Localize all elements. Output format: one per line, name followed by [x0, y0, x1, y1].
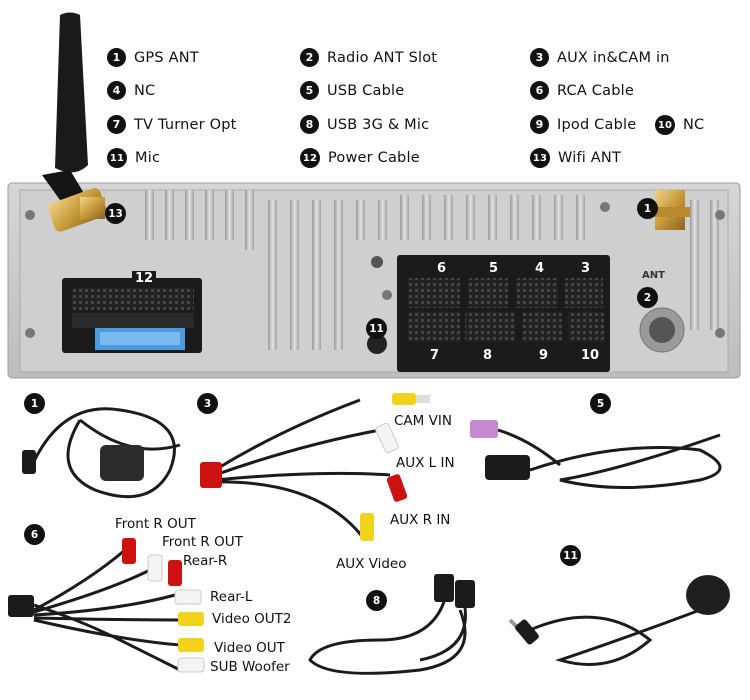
connector-number: 6 [437, 261, 447, 276]
rca-harness-cable [8, 538, 205, 673]
cable-callout-badge: 1 [24, 393, 45, 414]
connector-number: 9 [539, 348, 549, 363]
legend-label: RCA Cable [557, 82, 634, 99]
power-connector [62, 278, 202, 353]
legend-item: 11 Mic [107, 148, 160, 168]
number-badge-icon: 6 [530, 81, 549, 100]
number-badge-icon: 11 [107, 148, 127, 168]
legend-label: Wifi ANT [558, 150, 622, 166]
aux-cam-cable [200, 393, 430, 541]
legend-item: 13 Wifi ANT [530, 148, 621, 168]
panel-callout-badge: 11 [366, 318, 387, 339]
legend-label: Mic [135, 150, 161, 166]
gps-connector [650, 190, 690, 230]
rca-cable-label: Rear-L [210, 589, 253, 605]
legend-label: Power Cable [328, 150, 420, 166]
panel-callout-badge: 2 [637, 287, 658, 308]
usb-3g-mic-cable [308, 574, 475, 675]
cable-callout-badge: 11 [560, 545, 581, 566]
number-badge-icon: 12 [300, 148, 320, 168]
legend-label: USB Cable [327, 82, 405, 99]
usb-cable [470, 420, 722, 489]
number-badge-icon: 3 [530, 48, 549, 67]
legend-label: TV Turner Opt [134, 116, 237, 133]
legend-item: 9 Ipod Cable [530, 115, 636, 134]
legend-item: 5 USB Cable [300, 81, 404, 100]
number-badge-icon: 13 [530, 148, 550, 168]
legend-item: 10 NC [655, 115, 704, 135]
number-badge-icon: 4 [107, 81, 126, 100]
panel-callout-badge: 13 [105, 203, 126, 224]
connector-number: 10 [581, 348, 600, 363]
legend-label: Radio ANT Slot [327, 49, 438, 66]
connector-number: 3 [581, 261, 591, 276]
number-badge-icon: 5 [300, 81, 319, 100]
rca-cable-label: SUB Woofer [210, 659, 290, 675]
rca-cable-label: Video OUT2 [212, 611, 292, 627]
legend-label: USB 3G & Mic [327, 116, 430, 133]
rca-cable-label: Front R OUT [162, 534, 243, 550]
panel-callout-badge: 1 [637, 198, 658, 219]
legend-label: NC [683, 117, 705, 133]
legend-item: 7 TV Turner Opt [107, 115, 237, 134]
aux-cable-label: AUX Video [336, 556, 407, 572]
cable-callout-badge: 8 [366, 590, 387, 611]
mic-jack [367, 334, 387, 354]
legend-item: 4 NC [107, 81, 155, 100]
legend-item: 3 AUX in&CAM in [530, 48, 670, 67]
number-badge-icon: 7 [107, 115, 126, 134]
cable-callout-badge: 3 [197, 393, 218, 414]
number-badge-icon: 1 [107, 48, 126, 67]
ant-label: ANT [642, 270, 665, 281]
legend-label: NC [134, 82, 156, 99]
legend-item: 1 GPS ANT [107, 48, 199, 67]
legend-item: 2 Radio ANT Slot [300, 48, 437, 67]
number-badge-icon: 10 [655, 115, 675, 135]
aux-cable-label: AUX L IN [396, 455, 455, 471]
cable-callout-badge: 6 [24, 524, 45, 545]
heatsink-fins [145, 190, 719, 350]
rca-cable-label: Video OUT [214, 640, 285, 656]
legend-label: Ipod Cable [557, 116, 637, 133]
legend-item: 12 Power Cable [300, 148, 420, 168]
legend-item: 8 USB 3G & Mic [300, 115, 429, 134]
connector-number: 12 [132, 271, 157, 286]
connector-number: 4 [535, 261, 545, 276]
multi-connector-block [397, 255, 610, 372]
number-badge-icon: 9 [530, 115, 549, 134]
head-unit-panel [7, 182, 741, 379]
aux-cable-label: CAM VIN [394, 413, 452, 429]
legend-label: GPS ANT [134, 49, 199, 66]
number-badge-icon: 8 [300, 115, 319, 134]
connector-number: 5 [489, 261, 499, 276]
wifi-antenna [42, 12, 107, 232]
cable-callout-badge: 5 [590, 393, 611, 414]
aux-cable-label: AUX R IN [390, 512, 451, 528]
rca-cable-label: Front R OUT [115, 516, 196, 532]
mic-cable [508, 575, 730, 666]
connector-number: 7 [430, 348, 440, 363]
rca-cable-label: Rear-R [183, 553, 228, 569]
legend-label: AUX in&CAM in [557, 49, 670, 66]
number-badge-icon: 2 [300, 48, 319, 67]
legend-item: 6 RCA Cable [530, 81, 634, 100]
gps-antenna-cable [22, 407, 181, 499]
connector-number: 8 [483, 348, 493, 363]
